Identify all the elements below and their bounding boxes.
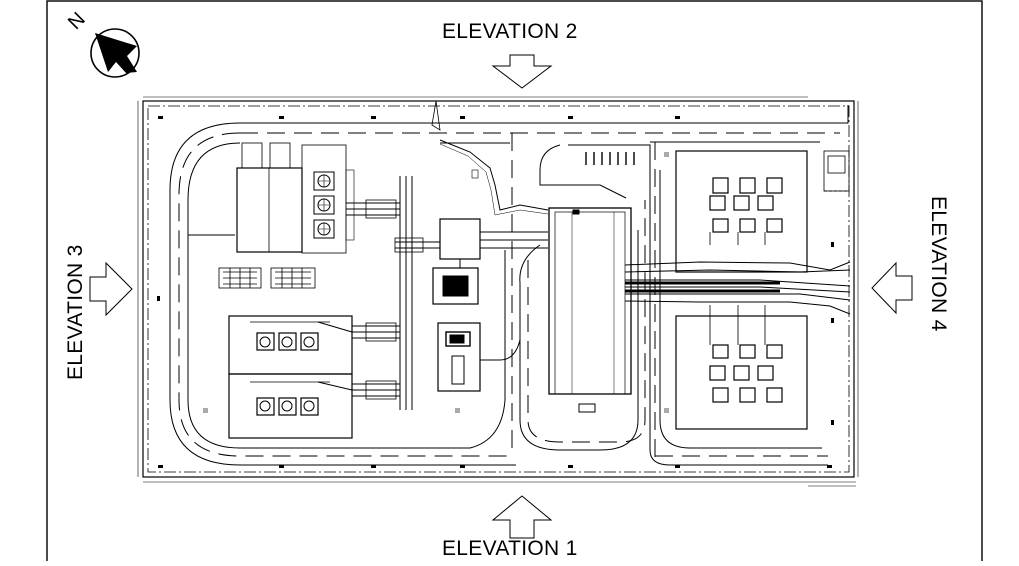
- elevation-3-arrow-icon: [89, 261, 133, 317]
- site-fence: [137, 96, 859, 487]
- feeder-bundle: [625, 281, 780, 293]
- north-arrow-icon: [90, 28, 140, 78]
- elevation-1-arrow-icon: [491, 495, 553, 539]
- fence-posts: [157, 116, 834, 468]
- generator-building: [236, 142, 479, 254]
- inverter-pad-lower: [675, 305, 808, 430]
- road-centerline: [178, 132, 840, 465]
- transformer-bay-lower: [228, 373, 353, 439]
- elevation-2-label: ELEVATION 2: [442, 20, 578, 43]
- grading-line: [439, 139, 549, 211]
- feeder-cables: [624, 261, 851, 315]
- transformer-bay-upper: [228, 315, 353, 375]
- grading-line-inner: [439, 143, 549, 216]
- marker-squares: [203, 152, 669, 413]
- elevation-4-arrow-icon: [871, 261, 913, 315]
- gate-house: [823, 150, 850, 192]
- access-road: [169, 105, 849, 466]
- elevation-2-arrow-icon: [491, 54, 553, 89]
- auxiliary-transformer: [437, 322, 521, 392]
- sheet-border: [46, 0, 983, 566]
- elevation-3-label: ELEVATION 3: [64, 244, 87, 380]
- elevation-4-label: ELEVATION 4: [927, 196, 950, 332]
- bus-conductors: [317, 176, 440, 410]
- battery-racks: [218, 267, 316, 289]
- switchgear-building: [548, 207, 632, 413]
- parking-stalls: [585, 152, 635, 165]
- elevation-1-label: ELEVATION 1: [442, 537, 578, 560]
- main-transformer: [432, 218, 548, 305]
- inverter-pad-upper: [675, 150, 808, 273]
